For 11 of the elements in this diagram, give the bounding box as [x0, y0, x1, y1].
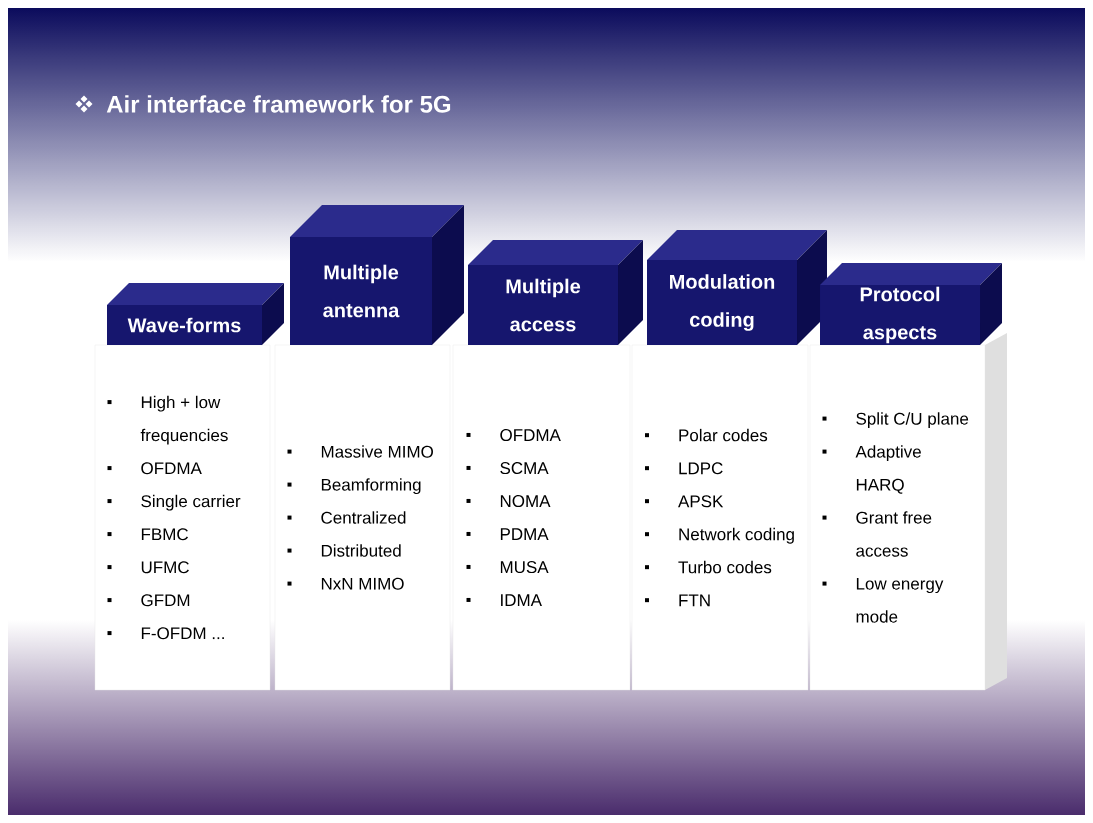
header-block: Wave-forms — [107, 283, 284, 345]
list-card: Polar codes LDPC APSK Network coding Turbo codes FTN — [631, 344, 809, 691]
list-card: OFDMA SCMA NOMA PDMA MUSA IDMA — [452, 344, 631, 691]
node-label: Modulation coding — [670, 274, 775, 331]
list-card: High + low frequencies OFDMA Single carrier FBMC UFMC GFDM F-OFDM ... — [94, 344, 271, 691]
header-block: Protocol aspects — [820, 263, 1002, 345]
title: Air interface framework for 5G — [106, 95, 451, 113]
header-block: Modulation coding — [647, 230, 827, 345]
header-block: Multiple access — [468, 240, 643, 345]
header-block: Multiple antenna — [290, 205, 464, 345]
list-card: Massive MIMO Beamforming Centralized Distributed NxN MIMO — [274, 344, 451, 691]
